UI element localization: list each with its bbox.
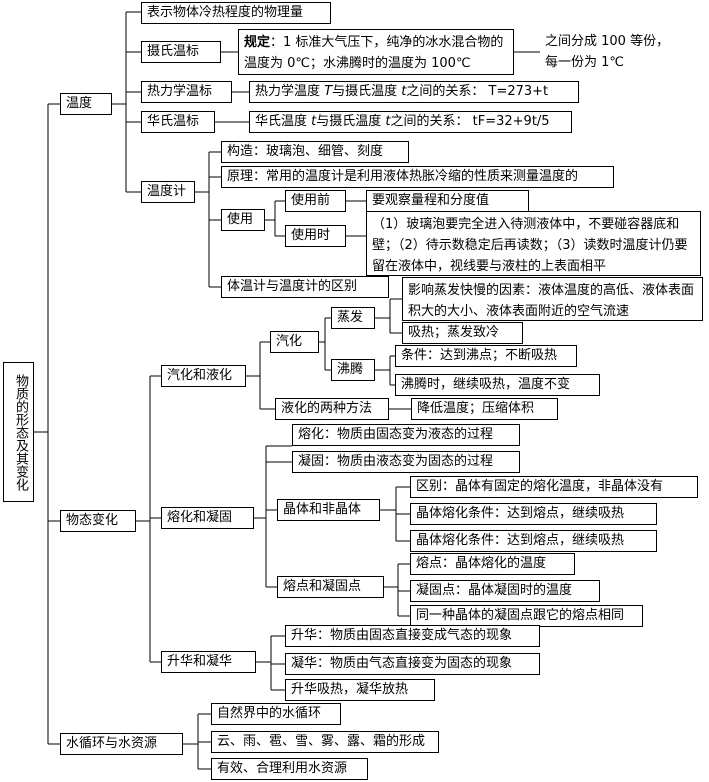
boiling-condition: 条件：达到沸点；不断吸热 [395,345,577,367]
thermodynamic-relation: 热力学温度 T与摄氏温度 t之间的关系： T=273+t [249,81,579,103]
fahr-t: t [385,114,391,129]
melting-point: 熔点：晶体熔化的温度 [410,553,575,575]
thermometer-topic: 温度计 [141,181,195,203]
thermo-T: T [324,84,333,99]
crystal-melting-condition-1: 晶体熔化条件：达到熔点，继续吸热 [410,503,657,525]
sublimation-definition: 升华：物质由固态直接变成气态的现象 [285,625,540,647]
celsius-rule: 规定：1 标准大气压下，纯净的冰水混合物的温度为 0℃；水沸腾时的温度为 100… [238,29,514,75]
liquefaction-methods: 液化的两种方法 [275,398,389,420]
usage-during: 使用时 [285,225,346,247]
sublimation-deposition: 升华和凝华 [161,651,256,673]
same-point-rule: 同一种晶体的凝固点跟它的熔点相同 [410,605,643,627]
temperature-definition: 表示物体冷热程度的物理量 [141,2,331,24]
thermo-formula: T=273+t [488,84,549,99]
vaporization-liquefaction: 汽化和液化 [161,365,246,387]
state-change-topic: 物态变化 [60,510,136,532]
celsius-scale: 摄氏温标 [141,41,221,63]
liquefaction-methods-text: 降低温度；压缩体积 [411,398,558,420]
boiling: 沸腾 [331,359,375,381]
melting-solidification: 熔化和凝固 [161,507,254,529]
thermometer-usage: 使用 [221,209,265,231]
fahr-formula: tF=32+9t/5 [472,114,550,129]
water-cycle: 自然界中的水循环 [211,703,341,725]
solidification-definition: 凝固：物质由液态变为固态的过程 [292,451,520,473]
usage-during-text: （1）玻璃泡要完全进入待测液体中，不要碰容器底和壁；（2）待示数稳定后再读数；（… [366,211,701,276]
crystal-amorphous: 晶体和非晶体 [277,499,380,521]
water-topic: 水循环与水资源 [60,733,183,755]
vaporization: 汽化 [270,331,319,353]
thermo-t: t [401,84,407,99]
melting-definition: 熔化：物质由固态变为液态的过程 [292,424,520,446]
thermo-suffix: 之间的关系： [406,84,485,99]
thermodynamic-scale: 热力学温标 [141,81,232,103]
sublimation-heat: 升华吸热，凝华放热 [285,679,435,701]
boiling-feature: 沸腾时，继续吸热，温度不变 [395,374,600,396]
root-topic: 物质的形态及其变化 [3,362,34,502]
thermometer-difference: 体温计与温度计的区别 [221,276,389,298]
fahr-prefix: 华氏温度 [255,114,312,129]
fahr-mid: 与摄氏温度 [316,114,386,129]
evaporation-factors: 影响蒸发快慢的因素：液体温度的高低、液体表面积大的大小、液体表面附近的空气流速 [402,277,703,321]
deposition-definition: 凝华：物质由气态直接变为固态的现象 [285,653,540,675]
fahr-suffix: 之间的关系： [390,114,469,129]
usage-before-text: 要观察量程和分度值 [366,190,529,212]
crystal-melting-condition-2: 晶体熔化条件：达到熔点，继续吸热 [410,530,657,552]
fahrenheit-relation: 华氏温度 t与摄氏温度 t之间的关系： tF=32+9t/5 [249,111,572,133]
evaporation-effect: 吸热；蒸发致冷 [402,322,523,344]
crystal-difference: 区别：晶体有固定的熔化温度，非晶体没有 [410,476,698,498]
water-forms: 云、雨、雹、雪、雾、露、霜的形成 [211,731,439,753]
melting-freezing-points: 熔点和凝固点 [277,576,384,598]
fahr-tF: t [311,114,317,129]
usage-before: 使用前 [285,190,346,212]
thermometer-principle: 原理：常用的温度计是利用液体热胀冷缩的性质来测量温度的 [221,166,614,188]
celsius-rule-text: ：1 标准大气压下，纯净的冰水混合物的温度为 0℃；水沸腾时的温度为 100℃ [244,35,504,71]
fahrenheit-scale: 华氏温标 [141,111,215,133]
celsius-division-note: 之间分成 100 等份，每一份为 1℃ [540,29,676,75]
thermo-prefix: 热力学温度 [255,84,325,99]
freezing-point: 凝固点：晶体凝固时的温度 [410,580,600,602]
water-resources-use: 有效、合理利用水资源 [211,758,368,780]
celsius-rule-keyword: 规定 [244,35,271,50]
temperature-topic: 温度 [60,93,112,115]
thermo-mid: 与摄氏温度 [332,84,402,99]
thermometer-structure: 构造：玻璃泡、细管、刻度 [221,141,409,163]
evaporation: 蒸发 [331,307,375,329]
